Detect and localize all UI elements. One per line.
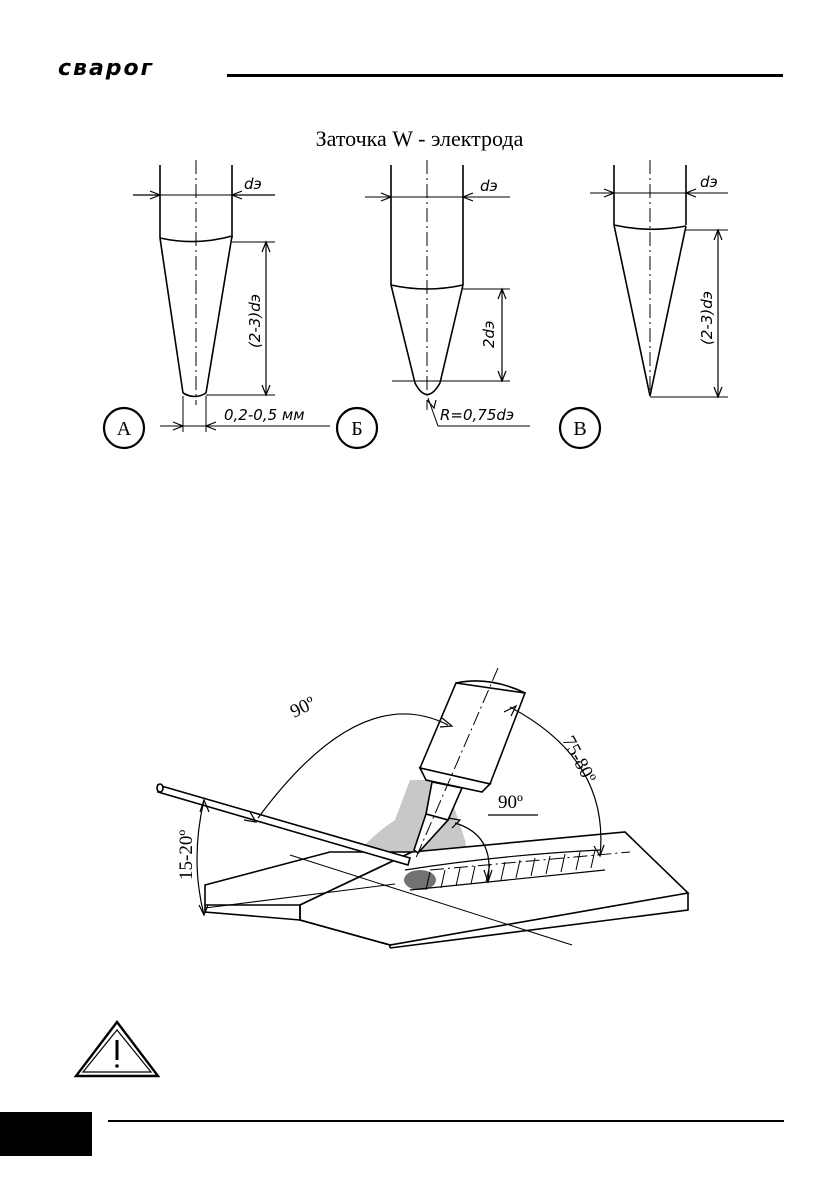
variant-letter-b: Б: [351, 418, 362, 440]
footer-rule: [108, 1120, 784, 1122]
diameter-label-b: dэ: [480, 177, 498, 195]
variant-letter-c: В: [573, 418, 586, 440]
angle-top-label: 90º: [287, 693, 319, 723]
diameter-label-c: dэ: [700, 173, 718, 191]
angle-torch-label: 75-80º: [558, 732, 600, 786]
tip-label-a: 0,2-0,5 мм: [224, 406, 305, 424]
electrode-c: [558, 160, 728, 450]
figure-title: Заточка W - электрода: [315, 126, 524, 151]
brand-logo: сварог: [58, 56, 155, 81]
tip-label-b: R=0,75dэ: [440, 406, 514, 424]
length-label-a: (2-3)dэ: [246, 294, 264, 348]
variant-letter-a: А: [117, 418, 132, 440]
electrode-a: [102, 160, 330, 450]
tig-welding-figure: [156, 667, 690, 949]
length-label-b: 2dэ: [480, 321, 498, 348]
header-rule: [227, 74, 783, 77]
electrode-b: [335, 160, 530, 450]
angle-tip-label: 90º: [498, 792, 523, 813]
diameter-label-a: dэ: [244, 175, 262, 193]
angle-rod-label: 15-20º: [176, 830, 197, 880]
warning-triangle-icon: [73, 1020, 161, 1078]
page-number-block: [0, 1112, 92, 1156]
length-label-c: (2-3)dэ: [698, 291, 716, 345]
